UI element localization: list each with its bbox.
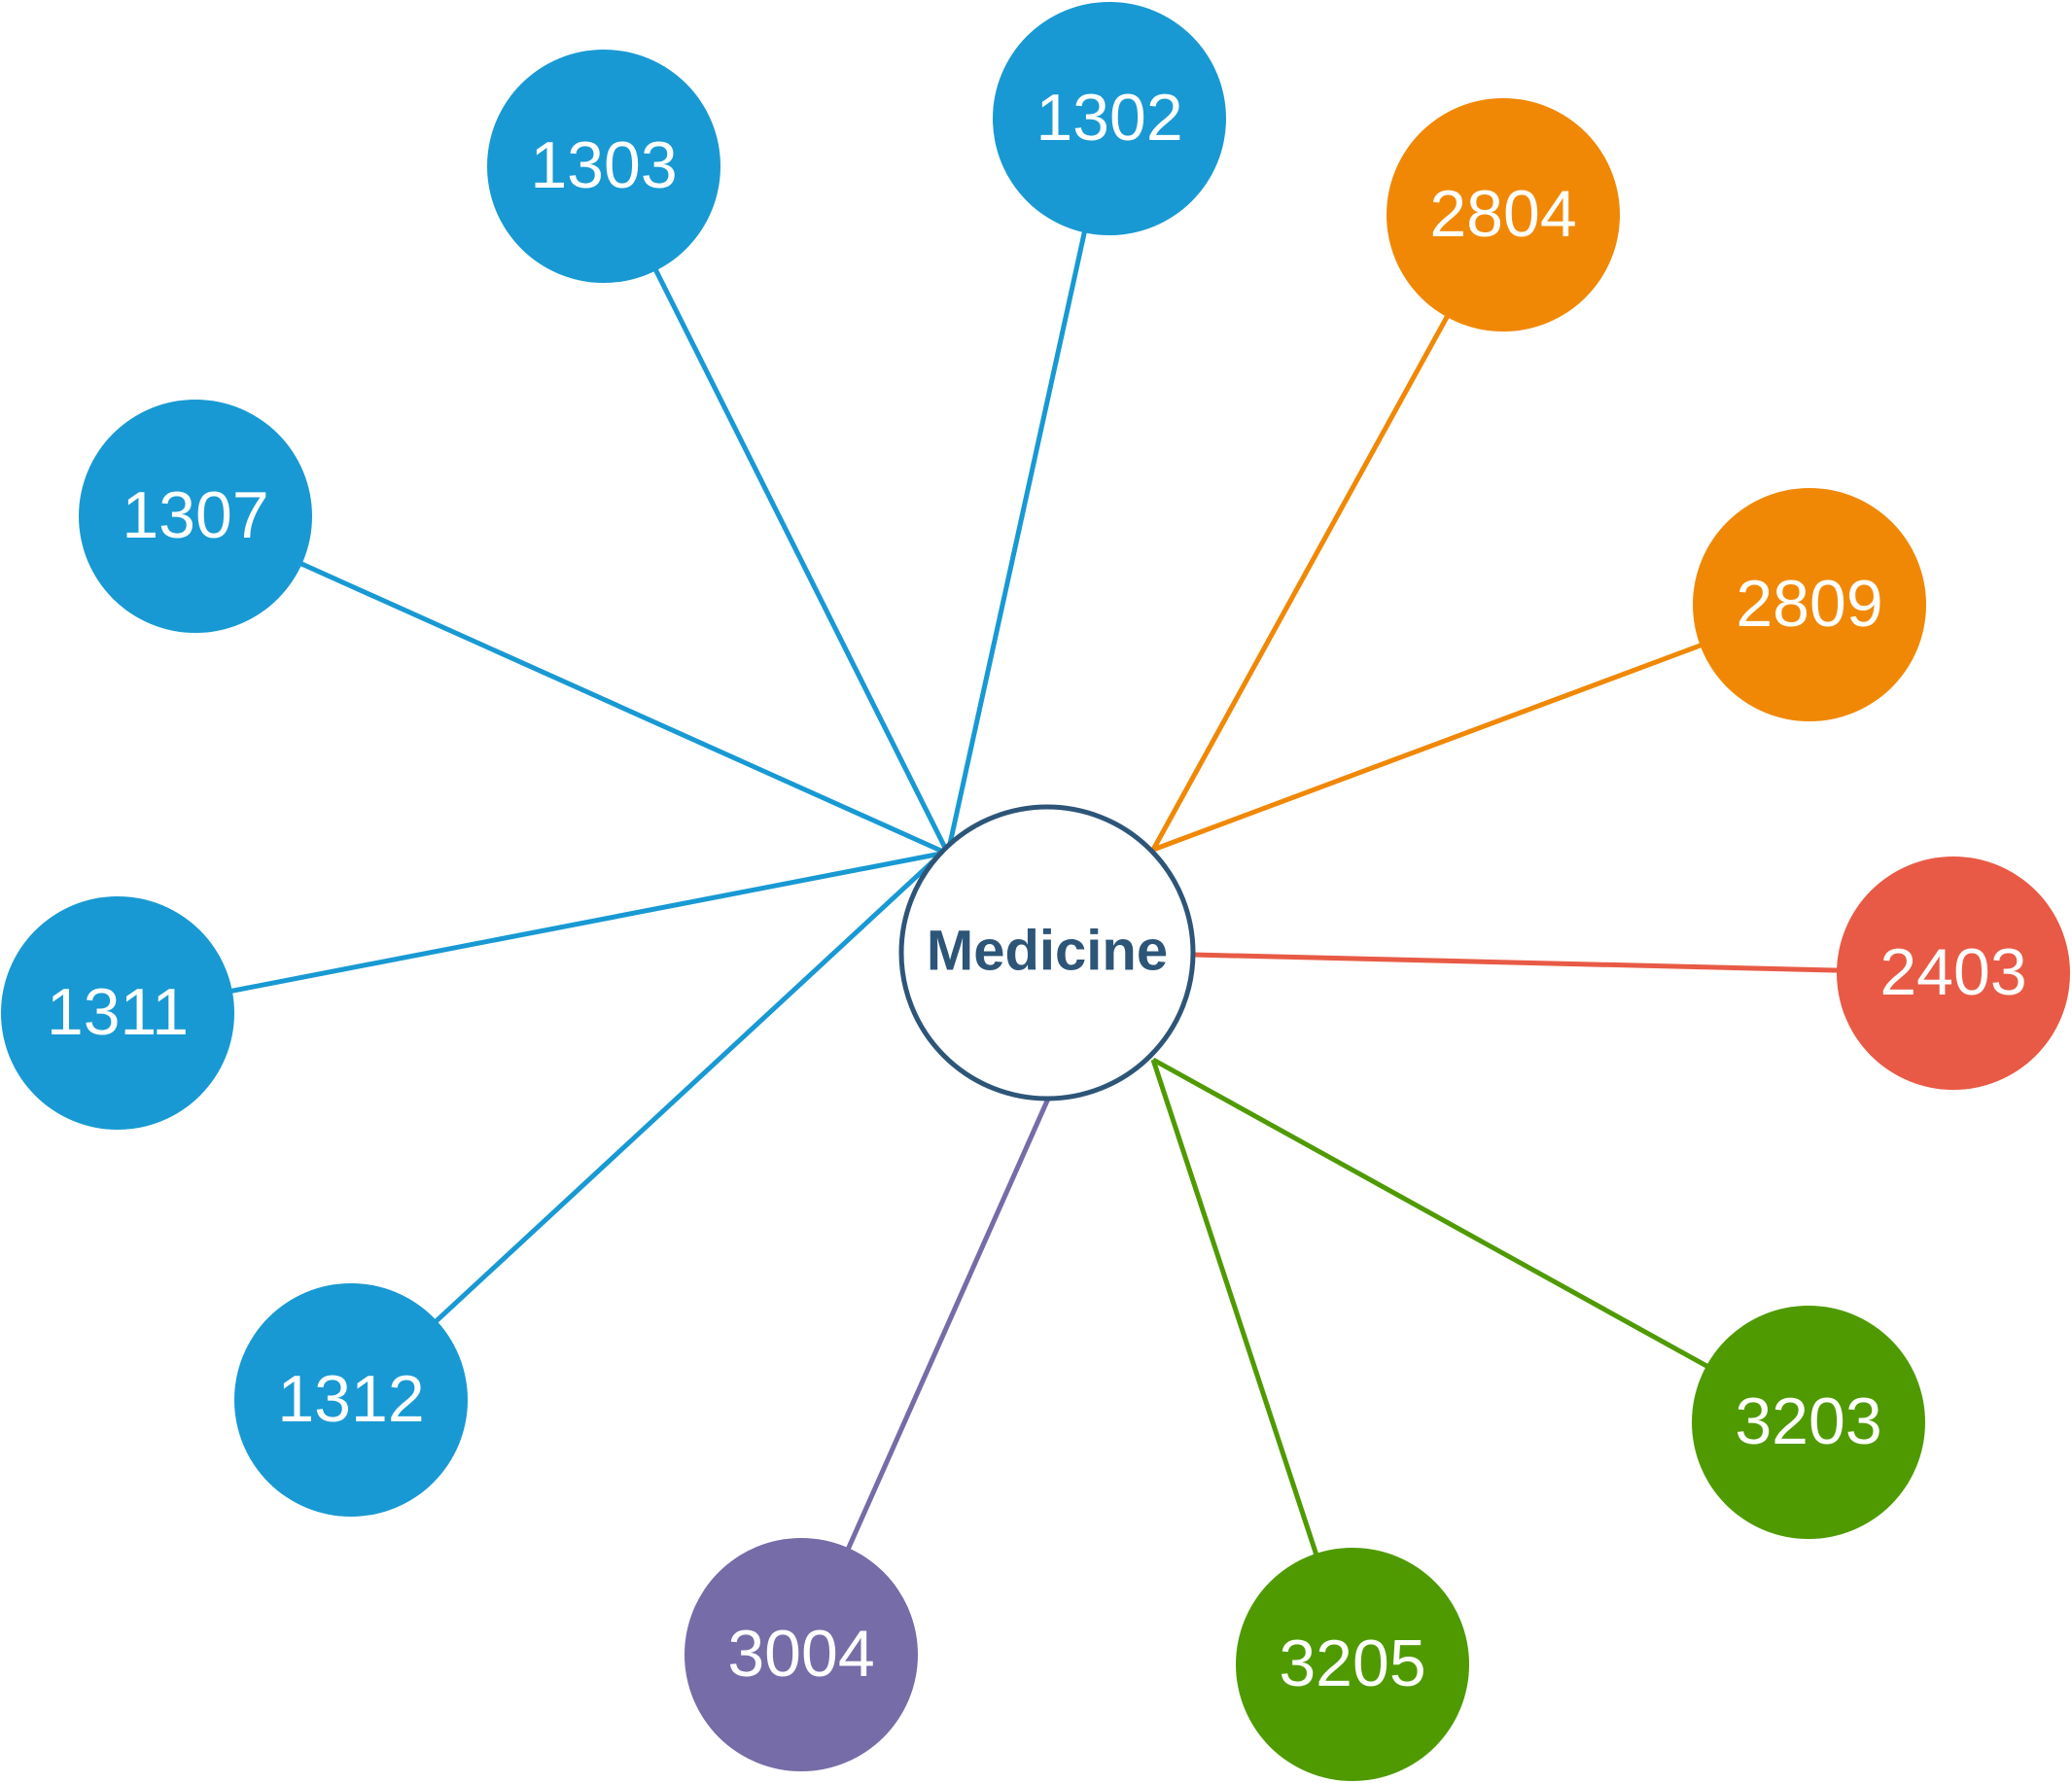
node-label-2804: 2804: [1429, 177, 1576, 251]
node-circle-3004: [685, 1538, 918, 1771]
node-circle-1303: [487, 50, 720, 283]
center-node-circle: [898, 804, 1196, 1101]
edge-3203: [1151, 1057, 1810, 1425]
edge-2809: [1152, 602, 1810, 853]
edge-1307: [193, 513, 945, 855]
node-circle-2809: [1693, 488, 1926, 721]
node-2804: 2804: [1387, 98, 1620, 332]
node-circle-1302: [993, 2, 1226, 235]
node-label-1307: 1307: [122, 478, 268, 552]
node-1302: 1302: [993, 2, 1226, 235]
node-label-2809: 2809: [1736, 567, 1882, 641]
edge-2403: [1192, 952, 1954, 976]
node-circle-2804: [1387, 98, 1620, 332]
edge-1311: [117, 851, 942, 1016]
node-label-1302: 1302: [1036, 81, 1182, 155]
node-1311: 1311: [1, 896, 234, 1130]
node-label-2403: 2403: [1879, 935, 2026, 1009]
node-circle-3205: [1236, 1548, 1469, 1781]
node-1312: 1312: [234, 1283, 468, 1517]
node-1303: 1303: [487, 50, 720, 283]
node-label-3004: 3004: [727, 1617, 874, 1691]
center-node: Medicine: [898, 804, 1196, 1101]
node-label-3205: 3205: [1279, 1626, 1425, 1700]
node-3203: 3203: [1692, 1306, 1925, 1539]
edge-2804: [1150, 213, 1506, 852]
center-node-label: Medicine: [927, 919, 1168, 982]
node-circle-1312: [234, 1283, 468, 1517]
edge-1312: [349, 854, 941, 1402]
node-circle-2403: [1837, 857, 2070, 1090]
node-2403: 2403: [1837, 857, 2070, 1090]
node-3004: 3004: [685, 1538, 918, 1771]
node-3205: 3205: [1236, 1548, 1469, 1781]
node-label-1303: 1303: [530, 128, 677, 202]
node-2809: 2809: [1693, 488, 1926, 721]
node-circle-3203: [1692, 1306, 1925, 1539]
edge-1303: [601, 164, 949, 852]
node-label-1311: 1311: [47, 975, 189, 1049]
node-label-3203: 3203: [1735, 1384, 1881, 1458]
edge-1302: [947, 118, 1112, 845]
node-circle-1311: [1, 896, 234, 1130]
node-circle-1307: [79, 400, 312, 633]
node-1307: 1307: [79, 400, 312, 633]
node-label-1312: 1312: [277, 1362, 424, 1436]
